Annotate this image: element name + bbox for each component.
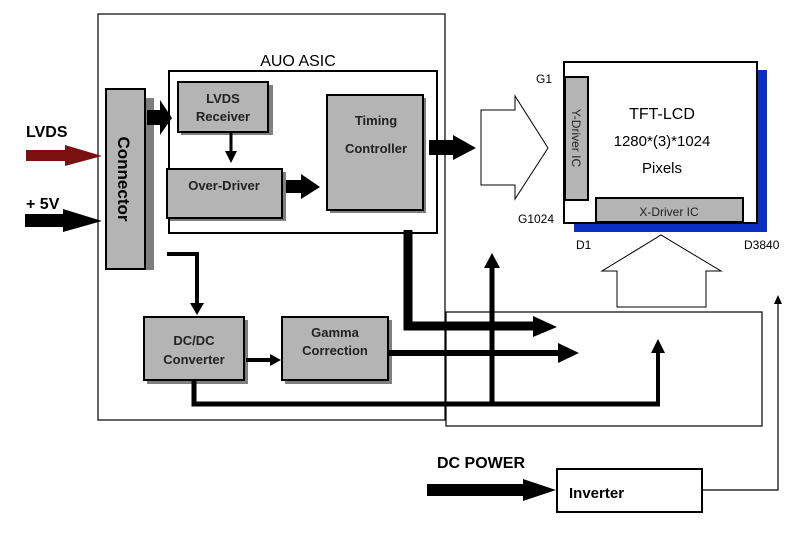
gamma-correction-label-1: Gamma [311,325,359,340]
dcdc-converter-label-1: DC/DC [173,333,215,348]
timing-controller-label-1: Timing [355,113,397,128]
dcdc-power-bus [191,380,660,407]
gamma-correction-label-2: Correction [302,343,368,358]
inverter-to-backlight-line [702,302,779,491]
lvds-input-arrow [26,145,102,166]
timing-controller-label-2: Controller [345,141,407,156]
connector-to-dcdc-line [167,252,199,305]
dcdc-converter-block [143,316,245,381]
over-driver-block [166,168,283,219]
timing-to-xdriver-bus-head [533,316,557,337]
lvds-receiver-label-2: Receiver [196,109,250,124]
lvds-receiver-block [177,81,269,133]
timing-controller-block [326,94,424,211]
module-frame [97,13,446,421]
panel-title: TFT-LCD [629,106,695,123]
x-driver-ic [595,197,744,223]
inverter-to-backlight-head [774,295,782,304]
lvds-receiver-label-1: LVDS [206,91,240,106]
gamma-output-head [558,343,579,363]
panel-resolution: 1280*(3)*1024 [614,133,711,150]
dcdc-converter-label-2: Converter [163,352,224,367]
x-driver-label: X-Driver IC [639,205,699,219]
over-driver-label: Over-Driver [188,178,260,193]
asic-label: AUO ASIC [260,53,336,70]
dc-power-label: DC POWER [437,455,525,472]
gamma-correction-block [281,316,389,381]
power-to-xdriver-head [651,339,665,353]
y-driver-bus-arrow [480,94,549,201]
y-driver-label: Y-Driver IC [569,109,583,168]
y-driver-ic [564,76,589,201]
timing-to-panel-arrow [429,135,476,160]
connector-to-receiver-arrow [147,100,172,135]
backlight-frame [445,311,763,427]
gate-last-label: G1024 [518,212,554,226]
power-to-ydriver-head [484,253,500,268]
dc-power-arrow [427,479,556,501]
data-last-label: D3840 [744,238,780,252]
connector-to-dcdc-head [190,303,204,315]
x-driver-bus-arrow [600,234,723,308]
overdriver-to-timing-arrow [286,174,320,199]
panel-pixels-label: Pixels [642,160,682,177]
inverter-label: Inverter [569,485,624,502]
power-5v-arrow [25,209,102,232]
connector-block [105,88,146,270]
data-first-label: D1 [576,238,592,252]
dcdc-to-gamma-head [270,354,281,366]
connector-label: Connector [114,137,133,222]
gate-first-label: G1 [536,72,552,86]
lvds-input-label: LVDS [26,124,68,141]
inverter-block [556,468,703,513]
power-5v-label: + 5V [26,196,60,213]
receiver-to-overdriver-head [225,151,237,163]
